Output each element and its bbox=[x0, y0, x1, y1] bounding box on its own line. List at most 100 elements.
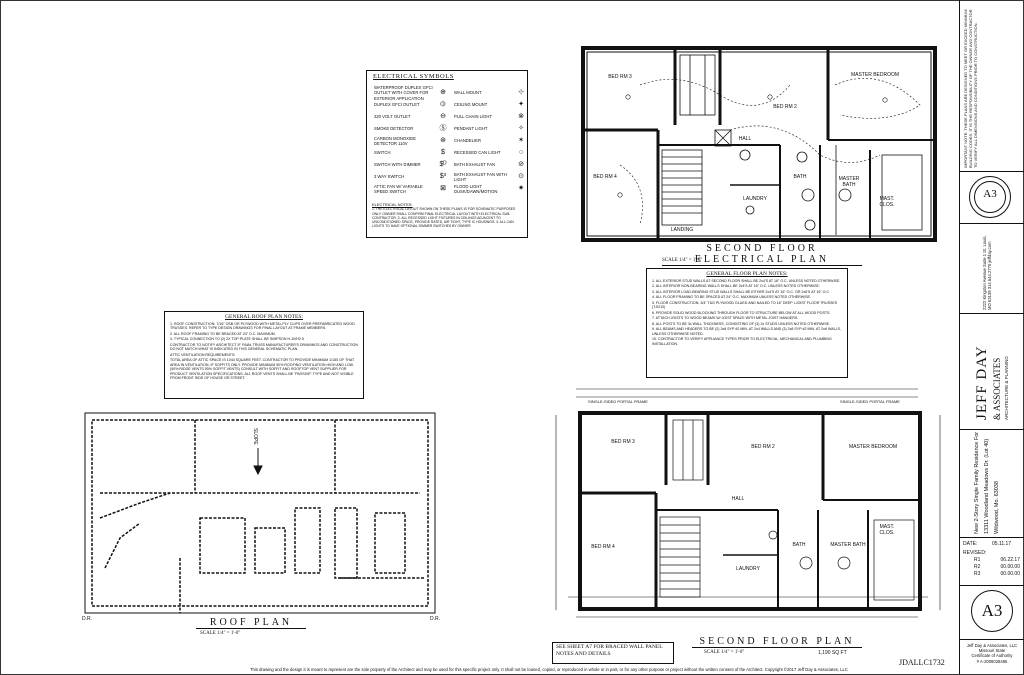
legend-label: PENDANT LIGHT bbox=[454, 126, 488, 132]
firm-sub: & ASSOCIATES bbox=[992, 357, 1002, 420]
note-line: 6. PROVIDE SOLID WOOD BLOCKING THROUGH F… bbox=[652, 310, 831, 315]
revision-row: R2 00.00.00 bbox=[974, 564, 1020, 571]
note-line: 5. FLOOR CONSTRUCTION: 3/4" T&G PLYWOOD … bbox=[652, 300, 838, 310]
electrical-plan-drawing bbox=[581, 46, 937, 242]
floor-room-hall: HALL bbox=[731, 496, 745, 502]
floor-notes-list: 1. ALL EXTERIOR STUD WALLS AT SECOND FLO… bbox=[652, 279, 842, 347]
note-line: 3. ALL INTERIOR LOAD-BEARING STUD WALLS … bbox=[652, 289, 831, 294]
date-label: DATE: bbox=[963, 541, 978, 547]
legend-row: CARBON MONOXIDE DETECTOR 110V ⊛ bbox=[371, 135, 449, 147]
floor-plan-drawing bbox=[555, 388, 941, 618]
room-mast-clos: MAST. CLOS. bbox=[879, 196, 895, 208]
legend-symbol-icon: ✧ bbox=[518, 125, 524, 133]
room-bed4: BED RM 4 bbox=[593, 174, 617, 180]
floor-room-bed4: BED RM 4 bbox=[591, 544, 615, 550]
legend-row: PULL CHAIN LIGHT ⊗ bbox=[451, 111, 527, 123]
electrical-plan-title: SECOND FLOOR ELECTRICAL PLAN bbox=[662, 243, 862, 266]
legend-row: SWITCH$ bbox=[371, 147, 449, 159]
legend-symbol-icon: ○ bbox=[518, 149, 524, 157]
legend-label: SMOKE DETECTOR bbox=[374, 126, 414, 132]
firm-seal-section: A3 bbox=[960, 172, 1024, 224]
note-line: 4. ALL FLOOR FRAMING TO BE SPACED AT 24"… bbox=[652, 295, 811, 299]
note-line: ATTIC VENTILATION REQUIREMENTS: bbox=[170, 352, 236, 357]
firm-logo-section: JEFF DAY & ASSOCIATES ARCHITECTURE & PLA… bbox=[960, 314, 1024, 430]
date-value: 05.11.17 bbox=[992, 541, 1012, 547]
roof-notes-title: GENERAL ROOF PLAN NOTES: bbox=[225, 314, 303, 320]
room-laundry: LAUNDRY bbox=[743, 196, 767, 202]
legend-symbol-icon: ⊛ bbox=[440, 137, 446, 145]
legend-symbol-icon: ⊗ bbox=[518, 113, 524, 121]
sheet-number: A3 bbox=[971, 590, 1013, 632]
legend-symbol-icon: $³ bbox=[439, 173, 447, 181]
legend-row: 220 VOLT OUTLET⊖ bbox=[371, 111, 449, 123]
room-hall: HALL bbox=[738, 136, 752, 142]
legend-label: BATH EXHAUST FAN bbox=[454, 162, 496, 168]
room-bed2: BED RM 2 bbox=[773, 104, 797, 110]
legend-label: 3 WAY SWITCH bbox=[374, 174, 405, 180]
legend-row: BATH EXHAUST FAN⊘ bbox=[451, 159, 527, 171]
note-line: 8. ALL POSTS TO BE 3x WALL THICKNESS, CO… bbox=[652, 321, 831, 326]
corner-label-right: D.R. bbox=[430, 616, 440, 622]
firm-seal: A3 bbox=[969, 176, 1011, 218]
project-line-3: Wildwood, Mo. 63038 bbox=[994, 481, 1000, 534]
legend-row: 3 WAY SWITCH $³ bbox=[371, 171, 449, 183]
legend-notes-text: 1. THE ELECTRICAL LAYOUT SHOWN ON THESE … bbox=[372, 207, 516, 229]
legend-notes: ELECTRICAL NOTES: 1. THE ELECTRICAL LAYO… bbox=[372, 202, 523, 229]
braced-wall-note: SEE SHEET A7 FOR BRACED WALL PANEL NOTES… bbox=[552, 642, 674, 664]
floor-room-mast-clos: MAST. CLOS. bbox=[879, 524, 895, 536]
legend-notes-title: ELECTRICAL NOTES: bbox=[372, 202, 413, 207]
floor-room-bed3: BED RM 3 bbox=[611, 439, 635, 445]
seal-text: A3 bbox=[983, 188, 997, 200]
legend-label: SWITCH bbox=[374, 150, 391, 156]
portal-frame-label-right: SINGLE-SIDED PORTAL FRAME bbox=[840, 399, 900, 404]
legend-row: SWITCH WITH DIMMER$ᴰ bbox=[371, 159, 449, 171]
floor-plan-title: SECOND FLOOR PLAN bbox=[692, 636, 862, 648]
drawing-code: JDALLC1732 bbox=[899, 658, 945, 667]
legend-symbol-icon: ✶ bbox=[518, 137, 524, 145]
footer-cert: Certificate of Authority bbox=[971, 653, 1013, 659]
floor-room-bath: BATH bbox=[792, 542, 806, 548]
legend-label: CARBON MONOXIDE DETECTOR 110V bbox=[374, 135, 416, 146]
legend-title: ELECTRICAL SYMBOLS bbox=[373, 73, 454, 80]
general-floor-plan-notes: GENERAL FLOOR PLAN NOTES: 1. ALL EXTERIO… bbox=[646, 268, 848, 378]
legend-row: RECESSED CAN LIGHT ○ bbox=[451, 147, 527, 159]
floor-plan-area: 1,190 SQ FT bbox=[818, 650, 847, 656]
legend-left-column: WATERPROOF DUPLEX GFCI OUTLET WITH COVER… bbox=[371, 85, 449, 195]
corner-label-left: D.R. bbox=[82, 616, 92, 622]
legend-label: RECESSED CAN LIGHT bbox=[454, 150, 501, 156]
floor-room-bed2: BED RM 2 bbox=[751, 444, 775, 450]
legend-right-column: WALL MOUNT⊹CEILING MOUNT✦PULL CHAIN LIGH… bbox=[451, 87, 527, 195]
note-line: 1. ALL EXTERIOR STUD WALLS AT SECOND FLO… bbox=[652, 278, 841, 283]
project-line-1: New 2-Story Single Family Residence For bbox=[974, 431, 980, 534]
roof-notes-list: 1. ROOF CONSTRUCTION: 7/16" OSB OR PLYWO… bbox=[170, 322, 358, 381]
firm-tag: ARCHITECTURE & PLANNING bbox=[1004, 356, 1009, 420]
legend-symbol-icon: ⊠ bbox=[440, 185, 446, 193]
room-bath: BATH bbox=[793, 174, 807, 180]
address-section: 2222 Kingston Avenue Suite 1 St. Louis, … bbox=[960, 224, 1024, 314]
legend-label: DUPLEX GFCI OUTLET bbox=[374, 102, 420, 108]
legend-symbol-icon: ✦ bbox=[518, 101, 524, 109]
footer-firm: Jeff Day & Associates, LLC bbox=[966, 643, 1018, 648]
firm-address: 2222 Kingston Avenue Suite 1 St. Louis, … bbox=[982, 235, 993, 310]
room-bed3: BED RM 3 bbox=[608, 74, 632, 80]
legend-row: WATERPROOF DUPLEX GFCI OUTLET WITH COVER… bbox=[371, 85, 449, 100]
project-section: New 2-Story Single Family Residence For … bbox=[960, 430, 1024, 538]
legend-label: CEILING MOUNT bbox=[454, 102, 488, 108]
revision-id: R2 bbox=[974, 564, 981, 570]
legend-label: WALL MOUNT bbox=[454, 90, 482, 96]
legend-row: CHANDELIER✶ bbox=[451, 135, 527, 147]
slope-label: SLOPE bbox=[252, 428, 258, 445]
roof-plan: SLOPE bbox=[80, 408, 440, 618]
sheet-number-section: A3 bbox=[960, 586, 1024, 640]
floor-notes-title: GENERAL FLOOR PLAN NOTES: bbox=[706, 271, 788, 277]
legend-label: PULL CHAIN LIGHT bbox=[454, 114, 493, 120]
revision-date: 00.00.00 bbox=[1000, 564, 1020, 570]
legend-row: PENDANT LIGHT ✧ bbox=[451, 123, 527, 135]
firm-name: JEFF DAY bbox=[974, 345, 990, 420]
revision-date: 06.22.17 bbox=[1000, 557, 1020, 563]
important-note: IMPORTANT NOTE: THESE PLANS ARE DESIGNED… bbox=[963, 9, 978, 168]
legend-label: BATH EXHAUST FAN WITH LIGHT bbox=[454, 171, 507, 182]
legend-row: ATTIC FAN W/ VARIABLE SPEED SWITCH⊠ bbox=[371, 183, 449, 195]
